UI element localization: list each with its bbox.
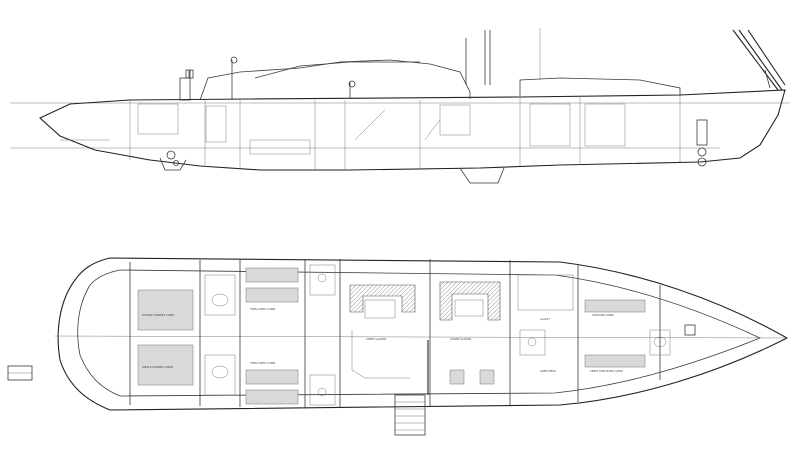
hull-outline [57,257,789,411]
label-galley: GALLEY [540,317,550,321]
owners-suite [137,274,236,396]
label-crew-twin-bunk-cabin: CREW TWIN BUNK CABIN [590,369,623,373]
hull-profile [39,89,786,171]
keel [459,167,505,184]
upper-saloon-furniture [349,284,416,379]
galley-and-crew [517,274,696,368]
label-double-owners-cabin: DOUBLE OWNERS CABIN [142,313,174,317]
guest-cabins [245,264,336,406]
companionway-steps [394,394,426,436]
label-crew-mess: CREW MESS [540,369,556,373]
anchor-winch [696,119,708,146]
deckhouse [199,59,471,101]
lower-saloon-furniture [427,281,501,395]
side-profile-elevation [10,28,790,184]
label-twin-guest-cabin-top: TWIN GUEST CABIN [250,307,275,311]
profile-bulkheads [129,95,681,169]
label-twin-guest-cabin-bottom: TWIN GUEST CABIN [250,361,275,365]
deck-plan: DOUBLE OWNERS CABIN SINGLE OWNERS CABIN … [7,257,789,436]
label-upper-saloon: UPPER SALOON [366,337,386,341]
mast-and-rigging [465,28,786,91]
centerline [54,335,788,339]
deck-bulkheads [129,259,661,408]
label-captains-cabin: CAPTAINS CABIN [592,313,614,317]
label-single-owners-cabin: SINGLE OWNERS CABIN [142,365,173,369]
rudder [159,157,187,171]
label-lower-saloon: LOWER SALOON [450,337,471,341]
